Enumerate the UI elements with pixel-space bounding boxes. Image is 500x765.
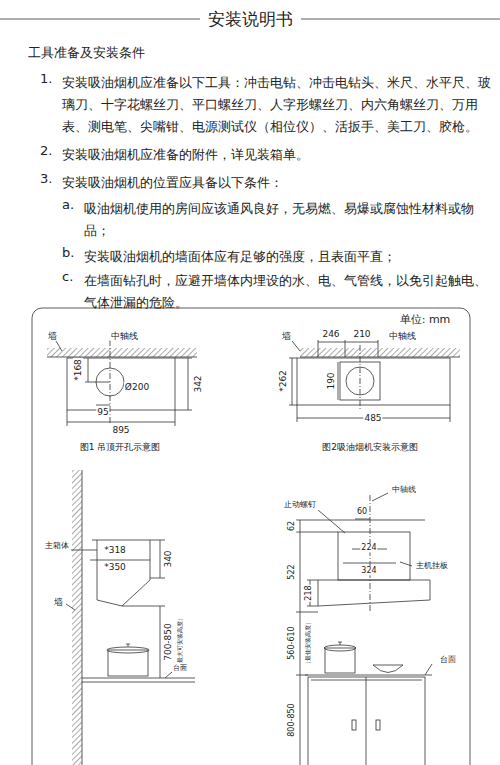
figure-label: 224 [360, 543, 377, 552]
body-text: 安装吸油烟机的位置应具备以下条件： [62, 172, 492, 194]
figure-label: 台面 [439, 655, 457, 664]
figure-label: 中轴线 [388, 331, 417, 341]
figure-label: *168 [73, 358, 83, 382]
body-text: 在墙面钻孔时，应避开墙体内埋设的水、电、气管线，以免引起触电、气体泄漏的危险。 [84, 270, 488, 314]
figure-label: 60 [356, 507, 368, 516]
figure-label: 62 [287, 520, 296, 532]
figure-label: *262 [278, 369, 288, 393]
figure-label: *350 [103, 562, 127, 572]
figure-label: 墙 [47, 331, 58, 341]
figure-label: 95 [96, 407, 109, 417]
figure-label: 895 [111, 425, 130, 435]
figure-label: 522 [287, 563, 296, 580]
body-text: 安装吸油烟机应准备的附件，详见装箱单。 [62, 144, 492, 166]
figure-label: 190 [326, 371, 336, 390]
figure-label: 止动螺钉 [283, 500, 317, 509]
body-text: 1. [40, 72, 52, 87]
figure-label: 台面 [172, 664, 188, 672]
figure-3 [66, 470, 195, 765]
figure-label: 246 [321, 329, 340, 339]
figure-label: 218 [304, 584, 313, 601]
figure-label: 560-610 [287, 625, 296, 660]
figure-label: 485 [363, 413, 382, 423]
body-text: c. [62, 270, 73, 285]
figure-2 [289, 340, 460, 422]
body-text: 工具准备及安装条件 [28, 46, 145, 61]
body-text: 安装吸油烟机的墙面体应有足够的强度，且表面平直； [84, 246, 488, 268]
page-title-text: 安装说明书 [200, 9, 301, 29]
figure-label: 墙 [53, 597, 64, 607]
figure-1 [47, 340, 197, 426]
figure-label: 800-850 [287, 702, 296, 737]
body-text: 2. [40, 144, 52, 159]
figure-label: 图2吸油烟机安装示意图 [321, 442, 419, 452]
body-text: a. [62, 198, 74, 213]
figure-label: 中轴线 [110, 331, 139, 341]
figure-label: *318 [103, 545, 127, 555]
figure-label: 墙 [281, 331, 292, 341]
figure-label: 324 [360, 566, 377, 575]
figure-label: 单位: mm [399, 314, 452, 327]
figure-label: （最佳安装高度） [305, 618, 312, 668]
figure-label: 主箱体 [44, 541, 70, 550]
figure-label: （最大可安装高度） [177, 614, 184, 670]
body-text: 3. [40, 172, 52, 187]
figure-label: 主机挂板 [415, 561, 449, 570]
figure-4 [296, 493, 432, 765]
figure-label: 342 [193, 374, 203, 393]
page-title: 安装说明书 [0, 8, 500, 31]
figure-label: 中轴线 [391, 485, 417, 494]
page-rules [0, 19, 500, 765]
body-text: 吸油烟机使用的房间应该通风良好，无易燃、易爆或腐蚀性材料或物品； [84, 198, 488, 242]
figure-label: Ø200 [124, 382, 150, 392]
figure-label: 700-850 [163, 622, 173, 662]
figure-label: 图1 吊顶开孔示意图 [79, 442, 162, 452]
figure-label: 340 [163, 549, 173, 568]
figure-label: 210 [352, 329, 371, 339]
body-text: 安装吸油烟机应准备以下工具：冲击电钻、冲击电钻头、米尺、水平尺、玻璃刀、十字花螺… [62, 72, 492, 138]
body-text: b. [62, 246, 74, 261]
